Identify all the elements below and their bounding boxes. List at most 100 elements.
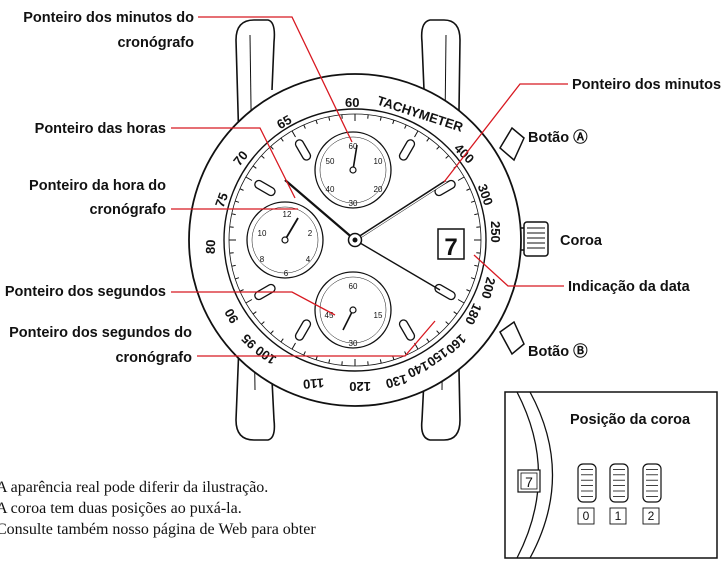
svg-text:45: 45 bbox=[325, 311, 334, 320]
minute-tick bbox=[457, 176, 465, 181]
svg-text:110: 110 bbox=[302, 375, 324, 392]
label-chrono-hour-hand: Ponteiro da hora do bbox=[29, 178, 166, 194]
minute-tick bbox=[231, 213, 236, 216]
minute-tick bbox=[291, 130, 296, 138]
callout-labels: Ponteiro dos minutos do cronógrafo Ponte… bbox=[5, 10, 721, 366]
label-crown: Coroa bbox=[560, 233, 603, 249]
svg-text:8: 8 bbox=[260, 255, 265, 264]
svg-text:130: 130 bbox=[384, 371, 409, 391]
minute-tick bbox=[470, 277, 475, 280]
inset-crown bbox=[609, 463, 629, 503]
minute-tick bbox=[280, 338, 284, 343]
svg-text:4: 4 bbox=[306, 255, 311, 264]
pushers bbox=[499, 126, 525, 356]
minute-tick bbox=[252, 165, 257, 169]
svg-text:10: 10 bbox=[258, 229, 267, 238]
svg-text:20: 20 bbox=[374, 185, 383, 194]
minute-tick bbox=[426, 137, 430, 142]
minute-tick bbox=[426, 338, 430, 343]
inset-crown bbox=[642, 463, 662, 503]
minute-tick bbox=[252, 311, 257, 315]
inset-crowns bbox=[577, 463, 662, 503]
note-website: Consulte também nosso página de Web para… bbox=[0, 521, 316, 538]
main-hands bbox=[284, 179, 447, 291]
svg-text:6: 6 bbox=[284, 269, 289, 278]
label-second-hand: Ponteiro dos segundos bbox=[5, 284, 166, 300]
minute-tick bbox=[392, 120, 395, 125]
inset-crown bbox=[577, 463, 597, 503]
svg-text:cronógrafo: cronógrafo bbox=[89, 202, 166, 218]
minute-tick bbox=[239, 289, 244, 292]
svg-text:120: 120 bbox=[349, 379, 371, 394]
minute-tick bbox=[474, 213, 479, 216]
minute-tick bbox=[239, 188, 244, 191]
note-crown-positions: A coroa tem duas posições ao puxá-la. bbox=[0, 500, 242, 517]
inset-pos-2: 2 bbox=[648, 509, 655, 523]
svg-text:65: 65 bbox=[274, 112, 294, 132]
minute-tick bbox=[280, 137, 284, 142]
minute-tick bbox=[328, 359, 331, 364]
svg-text:30: 30 bbox=[349, 339, 358, 348]
hour-marker bbox=[294, 139, 312, 161]
minute-tick bbox=[245, 176, 253, 181]
minute-tick bbox=[303, 351, 306, 356]
minute-tick bbox=[235, 277, 240, 280]
note-appearance: A aparência real pode diferir da ilustra… bbox=[0, 479, 269, 496]
minute-tick bbox=[231, 264, 236, 267]
minute-tick bbox=[379, 359, 382, 364]
minute-tick bbox=[379, 116, 382, 121]
svg-text:60: 60 bbox=[349, 142, 358, 151]
minute-tick bbox=[436, 146, 440, 150]
subdial-left: 12 2 4 6 8 10 bbox=[246, 201, 324, 279]
minute-tick bbox=[414, 130, 419, 138]
svg-text:30: 30 bbox=[349, 199, 358, 208]
svg-text:2: 2 bbox=[308, 229, 313, 238]
minute-tick bbox=[235, 200, 240, 203]
minute-tick bbox=[445, 155, 449, 159]
minute-tick bbox=[457, 299, 465, 304]
svg-text:300: 300 bbox=[475, 182, 497, 208]
subdial-bottom: 60 15 30 45 bbox=[314, 271, 392, 349]
inset-title: Posição da coroa bbox=[570, 412, 691, 428]
label-chrono-second-hand: Ponteiro dos segundos do bbox=[9, 325, 192, 341]
bezel-ticks bbox=[229, 114, 481, 366]
minute-tick bbox=[470, 200, 475, 203]
inset-date-window bbox=[517, 469, 541, 493]
minute-tick bbox=[261, 155, 265, 159]
svg-text:80: 80 bbox=[203, 239, 218, 254]
label-chrono-minute-hand: Ponteiro dos minutos do bbox=[23, 10, 194, 26]
svg-text:cronógrafo: cronógrafo bbox=[117, 35, 194, 51]
label-hour-hand: Ponteiro das horas bbox=[35, 121, 166, 137]
svg-text:7: 7 bbox=[525, 474, 533, 490]
minute-tick bbox=[291, 342, 296, 350]
svg-text:75: 75 bbox=[212, 191, 231, 210]
svg-text:10: 10 bbox=[374, 157, 383, 166]
leader-lines bbox=[171, 16, 568, 357]
label-button-b: Botão Ⓑ bbox=[528, 342, 588, 360]
svg-text:12: 12 bbox=[283, 210, 292, 219]
inset-pos-0: 0 bbox=[583, 509, 590, 523]
hour-markers bbox=[254, 139, 456, 341]
svg-text:40: 40 bbox=[326, 185, 335, 194]
label-button-a: Botão Ⓐ bbox=[528, 128, 588, 146]
svg-text:250: 250 bbox=[488, 221, 503, 243]
minute-tick bbox=[303, 124, 306, 129]
hour-marker bbox=[398, 139, 416, 161]
svg-text:15: 15 bbox=[374, 311, 383, 320]
hour-marker bbox=[398, 319, 416, 341]
hour-marker bbox=[294, 319, 312, 341]
minute-tick bbox=[466, 289, 471, 292]
date-window bbox=[437, 228, 465, 260]
svg-text:60: 60 bbox=[349, 282, 358, 291]
minute-tick bbox=[453, 311, 458, 315]
hour-marker bbox=[434, 283, 456, 301]
minute-tick bbox=[270, 330, 274, 334]
label-minute-hand: Ponteiro dos minutos bbox=[572, 77, 721, 93]
minute-tick bbox=[392, 355, 395, 360]
date-value: 7 bbox=[444, 234, 457, 261]
minute-tick bbox=[315, 120, 318, 125]
label-date-indicator: Indicação da data bbox=[568, 279, 691, 295]
minute-tick bbox=[261, 321, 265, 325]
svg-text:50: 50 bbox=[326, 157, 335, 166]
